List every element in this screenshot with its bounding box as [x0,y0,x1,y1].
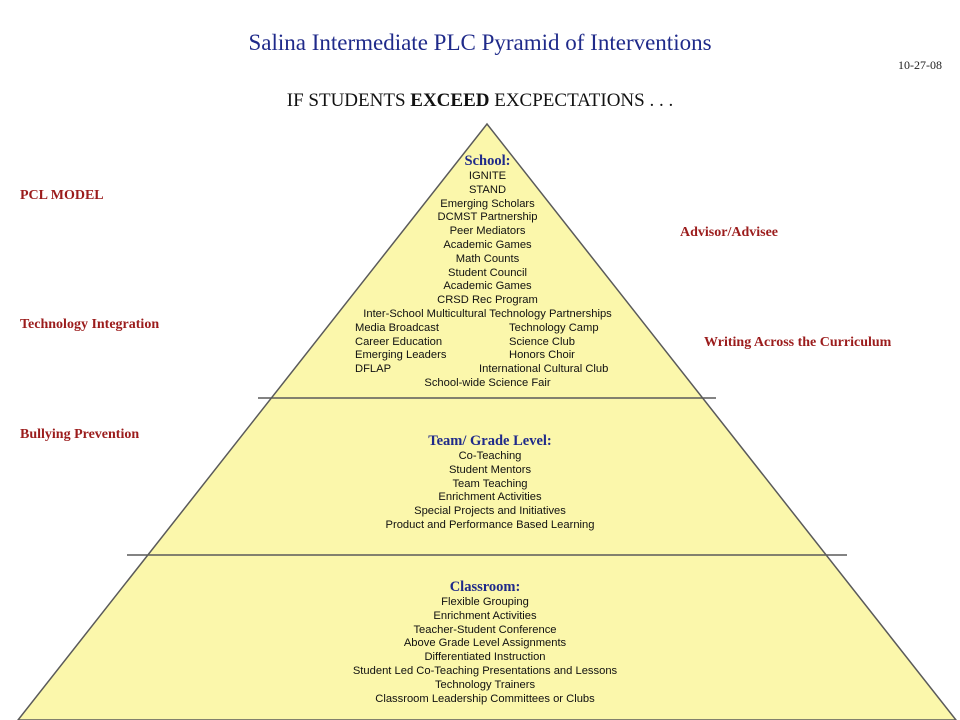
tier-item: Enrichment Activities [433,609,537,622]
tier-item: Differentiated Instruction [424,651,546,664]
tier-item: International Cultural Club [479,363,609,376]
tier-item: Emerging Leaders [355,349,447,362]
tier-item: Teacher-Student Conference [413,623,557,636]
tier-item: CRSD Rec Program [437,294,538,307]
tier-item-pair: DFLAP International Cultural Club [345,363,630,377]
tier-item: IGNITE [468,170,507,182]
tier-item: DFLAP [355,363,392,376]
tier-item: Student Mentors [448,463,532,476]
side-label-pcl-model: PCL MODEL [20,188,104,203]
side-label-technology-integration: Technology Integration [20,317,160,332]
tier-item: School-wide Science Fair [424,376,551,389]
tier-item: Technology Camp [509,321,599,334]
tier-item: Flexible Grouping [441,596,529,608]
tier-item: STAND [468,183,507,196]
tier-item-pair: Media Broadcast Technology Camp [345,322,630,336]
tier-item: Math Counts [455,252,520,265]
tier-item: Special Projects and Initiatives [414,505,566,518]
side-label-bullying-prevention: Bullying Prevention [20,427,140,442]
tier-item: Classroom Leadership Committees or Clubs [375,692,595,705]
tier-item: DCMST Partnership [437,211,538,224]
side-label-writing-across-curriculum: Writing Across the Curriculum [704,335,892,350]
tier-classroom-title: Classroom: [449,579,521,595]
tier-school: School: IGNITE STAND Emerging Scholars D… [345,153,630,391]
tier-item: Technology Trainers [434,678,536,691]
tier-item-pair: Emerging Leaders Honors Choir [345,349,630,363]
tier-item: Emerging Scholars [440,197,535,210]
tier-item: Academic Games [443,238,532,251]
tier-item: Honors Choir [509,349,575,362]
tier-item: Academic Games [443,280,532,293]
tier-team-title: Team/ Grade Level: [428,433,552,449]
subtitle-pre: IF STUDENTS [286,90,411,111]
tier-item: Enrichment Activities [438,491,542,504]
tier-item: Student Council [448,266,527,279]
tier-item: Peer Mediators [449,225,526,238]
tier-team: Team/ Grade Level: Co-Teaching Student M… [340,433,640,533]
date-stamp: 10-27-08 [898,58,942,72]
tier-classroom: Classroom: Flexible Grouping Enrichment … [320,579,650,706]
tier-item: Above Grade Level Assignments [403,637,567,650]
tier-item: Team Teaching [452,477,528,490]
tier-item: Media Broadcast [355,321,439,334]
tier-item: Career Education [355,335,443,348]
pyramid-body [17,122,957,720]
tier-item: Inter-School Multicultural Technology Pa… [363,307,612,320]
subtitle-emphasis: EXCEED [410,90,490,111]
tier-item: Co-Teaching [458,450,522,462]
tier-item-pair: Career Education Science Club [345,336,630,350]
tier-item: Student Led Co-Teaching Presentations an… [352,664,618,677]
side-label-advisor-advisee: Advisor/Advisee [680,225,778,240]
tier-item: Product and Performance Based Learning [385,518,595,531]
subtitle-post: EXCPECTATIONS . . . [489,90,674,111]
tier-school-title: School: [464,153,511,169]
tier-item: Science Club [509,335,575,348]
subtitle: IF STUDENTS EXCEED EXCPECTATIONS . . . [0,90,960,112]
page-title: Salina Intermediate PLC Pyramid of Inter… [248,30,712,55]
